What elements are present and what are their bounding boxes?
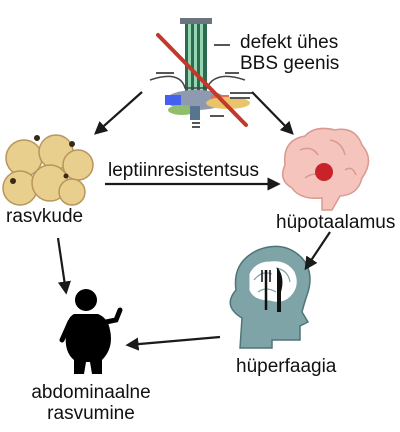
hyperphagia-label: hüperfaagia — [236, 356, 337, 377]
bbs-defect-label: defekt ühes BBS geenis — [240, 32, 339, 74]
edge-hypothalamus-to-hyperphagia — [304, 231, 331, 271]
obesity-label-line1: abdominaalne — [31, 382, 151, 403]
edge-adipose-to-obesity — [56, 237, 71, 295]
obesity-label-line2: rasvumine — [47, 403, 135, 424]
brain-icon — [281, 127, 370, 211]
bbs-defect-label-line2: BBS geenis — [240, 53, 340, 74]
bbs-defect-label-line1: defekt ühes — [240, 32, 339, 53]
edge-bbs-to-hypothalamus — [251, 91, 294, 135]
head-fork-knife-icon — [229, 245, 311, 349]
edge-bbs-to-adipose — [94, 91, 143, 135]
cilium-crossed-icon — [149, 18, 252, 128]
obesity-label: abdominaalne rasvumine — [16, 382, 166, 424]
fat-cells-icon — [2, 134, 94, 206]
edge-hyperphagia-to-obesity — [125, 335, 221, 351]
leptin-resistance-label: leptiinresistentsus — [108, 160, 260, 181]
hypothalamus-label: hüpotaalamus — [276, 212, 396, 233]
adipose-label: rasvkude — [6, 206, 84, 227]
obese-person-icon — [59, 289, 123, 374]
